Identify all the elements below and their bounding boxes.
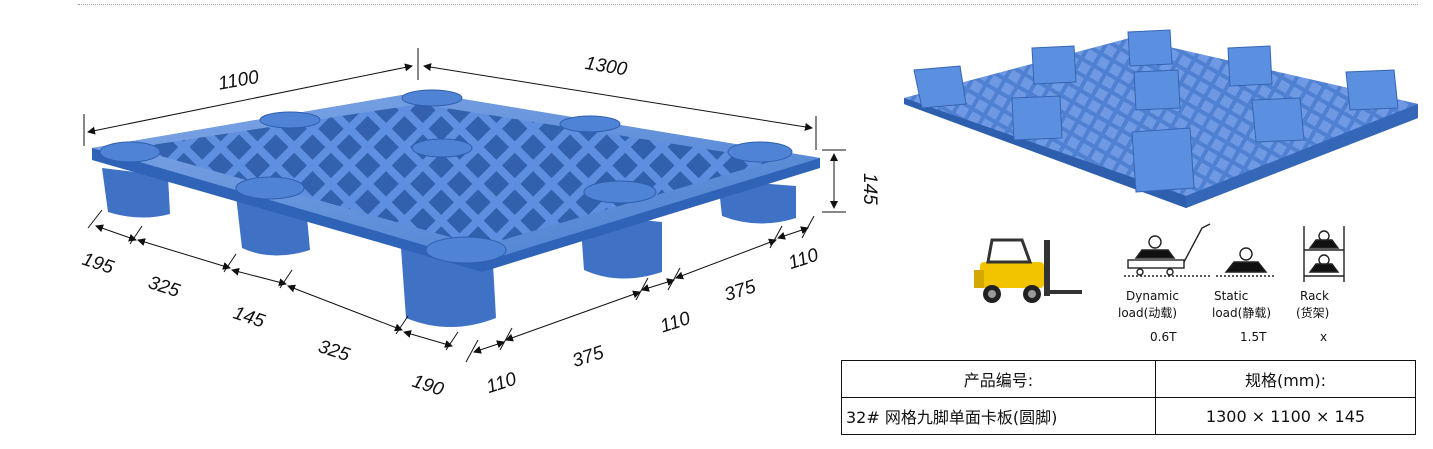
pallet-isometric-drawing [92,89,820,327]
forklift-icon [974,238,1082,303]
load-dynamic-value: 0.6T [1150,330,1177,344]
top-dotted-divider [78,4,1418,5]
dim-front-3: 325 [316,336,353,366]
underside-foot [1345,69,1399,111]
underside-foot [1227,45,1273,87]
underside-foot [1127,29,1173,67]
pallet-pad [583,180,657,204]
load-dynamic-label: Dynamic [1126,289,1179,303]
underside-foot [1133,69,1181,111]
underside-foot [1031,45,1077,85]
dim-front-0: 195 [79,249,116,279]
dim-side-0: 110 [484,369,520,398]
dim-side-2: 110 [658,308,694,337]
pallet-lattice [132,104,776,246]
load-dynamic-label-cn: load(动载) [1118,306,1177,320]
load-static-icon [1216,247,1276,277]
pallet-pad [425,236,507,264]
spec-table-row: 32# 网格九脚单面卡板(圆脚) 1300 × 1100 × 145 [841,397,1416,435]
load-rack-value: x [1320,330,1327,344]
pallet-pad [235,176,305,200]
pallet-pad [559,115,621,133]
pallet-pad [401,89,463,107]
spec-table-header-row: 产品编号: 规格(mm): [841,360,1416,398]
underside-foot [1131,127,1195,193]
spec-product-size: 1300 × 1100 × 145 [1155,397,1416,435]
dim-height-label: 145 [859,173,880,205]
pallet-pad [727,141,793,163]
dim-length-label: 1300 [584,53,629,80]
spec-table: 产品编号: 规格(mm): 32# 网格九脚单面卡板(圆脚) 1300 × 11… [841,360,1416,435]
load-static-label-cn: load(静载) [1212,306,1271,320]
spec-header-name: 产品编号: [841,360,1156,398]
pallet-pad [99,141,161,163]
load-static-value: 1.5T [1240,330,1267,344]
underside-foot [1251,97,1305,143]
load-rack-icon [1303,226,1345,282]
dimension-lines [83,48,846,363]
spec-header-size: 规格(mm): [1155,360,1416,398]
dim-front-2: 145 [231,303,268,333]
underside-foot [1011,95,1063,141]
spec-product-name: 32# 网格九脚单面卡板(圆脚) [841,397,1156,435]
pallet-pad [259,111,321,129]
dim-side-4: 110 [786,245,822,274]
load-rack-label-cn: (货架) [1296,305,1329,320]
load-rack-label: Rack [1300,289,1329,303]
pallet-pad [411,138,473,158]
dim-front-4: 190 [409,371,446,401]
underside-foot [913,65,967,109]
pallet-underside-view [904,29,1418,208]
dim-front-1: 325 [146,272,183,302]
load-static-label: Static [1214,289,1248,303]
dim-side-1: 375 [570,342,607,372]
dim-side-3: 375 [722,276,759,306]
pallet-leg [102,168,170,218]
load-dynamic-icon [1124,223,1211,277]
dim-width-label: 1100 [217,67,261,95]
